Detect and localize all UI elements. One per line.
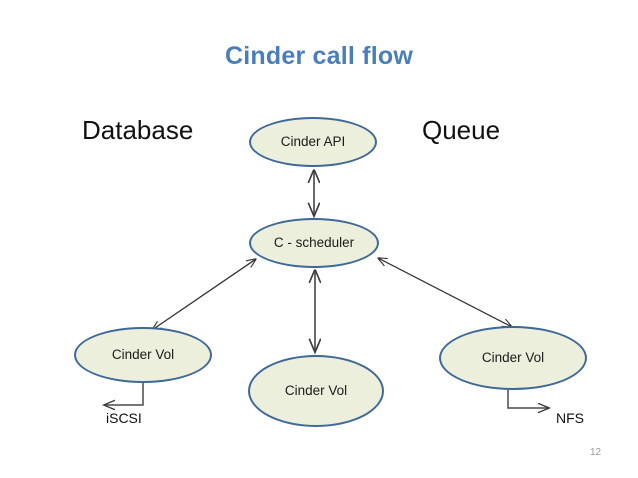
node-cinder-vol-left[interactable]: Cinder Vol — [74, 327, 212, 383]
label-database: Database — [82, 115, 194, 145]
edge-iscsi — [104, 383, 144, 405]
node-cinder-api[interactable]: Cinder API — [249, 117, 377, 167]
page-title: Cinder call flow — [225, 42, 413, 70]
label-nfs: NFS — [556, 410, 584, 426]
label-queue: Queue — [422, 115, 501, 145]
page-number: 12 — [590, 447, 602, 458]
node-cinder-vol-left-label: Cinder Vol — [111, 346, 175, 362]
node-c-scheduler-label: C - scheduler — [273, 234, 355, 250]
edge-scheduler-vol-right — [378, 258, 512, 327]
node-cinder-vol-right-label: Cinder Vol — [481, 349, 545, 365]
node-cinder-vol-mid-label: Cinder Vol — [284, 382, 348, 398]
edge-nfs — [507, 390, 549, 408]
node-cinder-api-label: Cinder API — [280, 133, 346, 149]
edge-scheduler-vol-left — [152, 259, 256, 330]
node-c-scheduler[interactable]: C - scheduler — [249, 218, 379, 268]
node-cinder-vol-right[interactable]: Cinder Vol — [439, 326, 587, 390]
label-iscsi: iSCSI — [106, 410, 142, 426]
node-cinder-vol-mid[interactable]: Cinder Vol — [248, 355, 384, 427]
